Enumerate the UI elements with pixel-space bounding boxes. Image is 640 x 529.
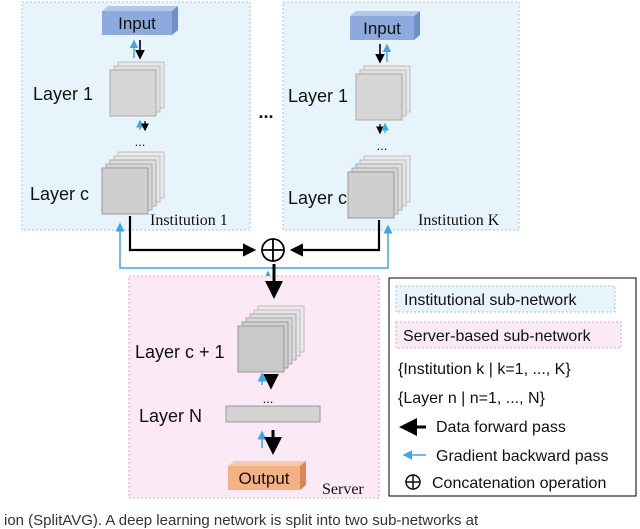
concatenation-icon <box>261 238 285 262</box>
legend-forward-label: Data forward pass <box>436 419 566 436</box>
server-name: Server <box>322 481 364 498</box>
institution-k-input-label: Input <box>363 19 401 38</box>
institution-k-panel: Input Layer 1 ... Layer c Institution K <box>282 1 520 231</box>
server-layer-c-plus-1-label: Layer c + 1 <box>135 342 225 362</box>
server-output-box: Output <box>228 461 306 490</box>
institution-1-input-label: Input <box>118 14 156 33</box>
legend-server-swatch <box>395 321 622 349</box>
institution-1-layer-c-label: Layer c <box>30 184 89 204</box>
institution-1-panel: Input Layer 1 ... Layer c Institution 1 <box>21 1 251 231</box>
legend-concat-icon <box>405 474 421 490</box>
concat-connections <box>115 216 393 282</box>
institution-1-name: Institution 1 <box>150 212 228 229</box>
dots: ... <box>377 138 388 153</box>
institution-k-name: Institution K <box>418 212 500 229</box>
legend-backward-label: Gradient backward pass <box>436 448 609 465</box>
legend-layer-set: {Layer n | n=1, ..., N} <box>398 390 546 407</box>
institution-k-layer-c-label: Layer c <box>288 188 347 208</box>
institution-1-layer-c-stack <box>101 151 165 215</box>
server-output-label: Output <box>238 469 289 488</box>
legend-server-label: Server-based sub-network <box>403 328 592 345</box>
server-layer-n-bar <box>225 405 321 423</box>
legend: Institutional sub-network Server-based s… <box>388 277 637 497</box>
institutions-ellipsis: ... <box>258 102 273 122</box>
institution-k-input-box: Input <box>350 11 420 40</box>
dots: ... <box>263 391 274 406</box>
institution-1-input-box: Input <box>102 6 178 35</box>
institution-k-layer-1-stack <box>355 65 411 121</box>
legend-institutional-swatch <box>395 285 616 313</box>
dots: ... <box>135 134 146 149</box>
legend-institution-set: {Institution k | k=1, ..., K} <box>398 361 571 378</box>
institution-1-layer-1-label: Layer 1 <box>33 84 93 104</box>
institution-k-layer-c-stack <box>347 155 411 219</box>
figure-caption: ion (SplitAVG). A deep learning network … <box>4 512 479 529</box>
institution-k-layer-1-label: Layer 1 <box>288 86 348 106</box>
server-layer-c-plus-1-stack <box>237 305 305 373</box>
legend-institutional-label: Institutional sub-network <box>404 292 578 309</box>
institution-1-layer-1-stack <box>109 61 165 117</box>
server-panel: Layer c + 1 ... Layer N Output Server <box>128 264 380 499</box>
legend-concat-label: Concatenation operation <box>432 475 606 492</box>
server-layer-n-label: Layer N <box>139 406 202 426</box>
